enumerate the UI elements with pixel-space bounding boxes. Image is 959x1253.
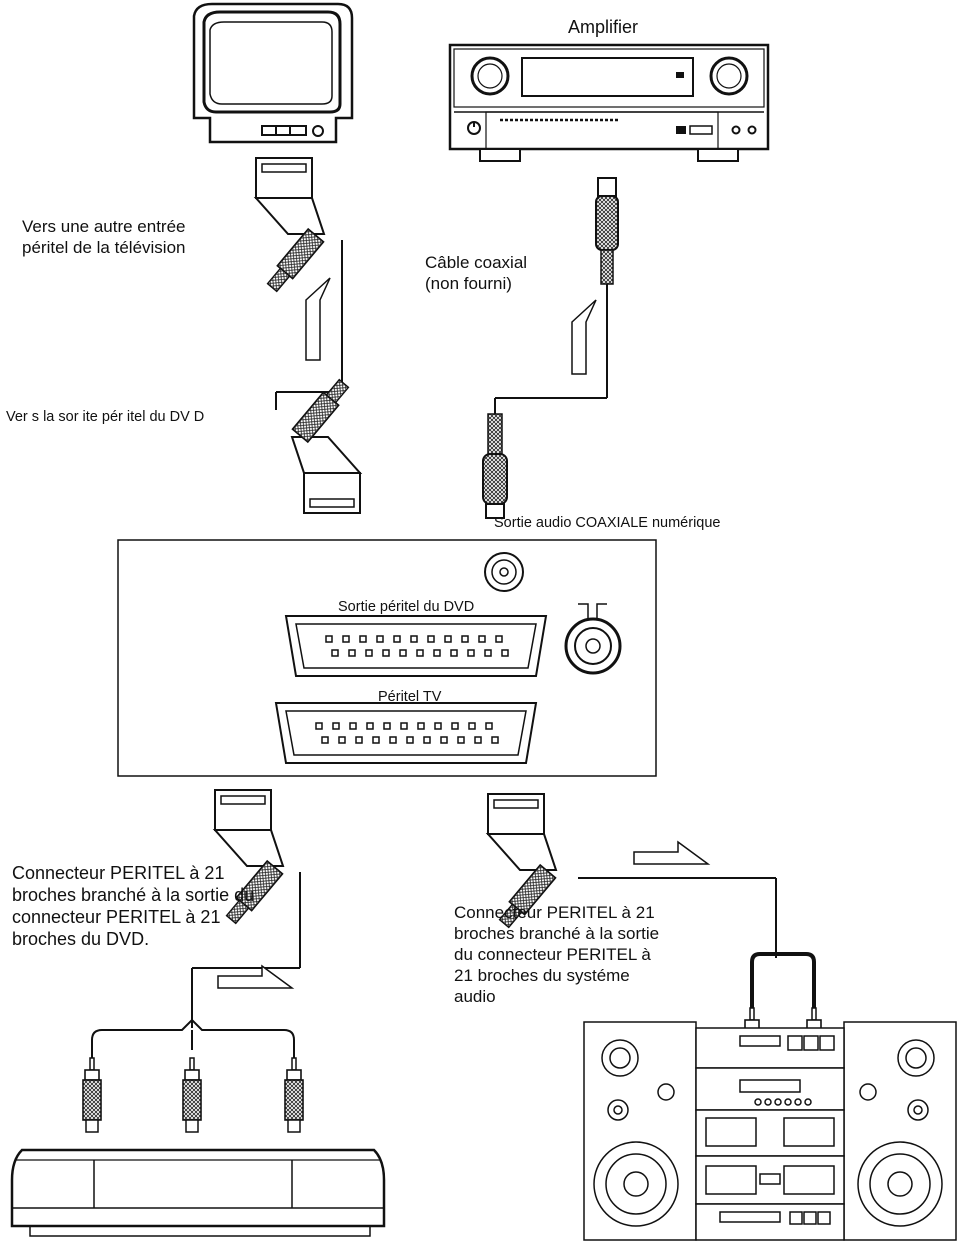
scart-pin <box>440 736 448 744</box>
scart-pin <box>451 722 459 730</box>
arrow-up-tv <box>305 277 331 361</box>
scart-pin <box>461 635 469 643</box>
scart-pin <box>338 736 346 744</box>
amplifier-label: Amplifier <box>568 17 639 37</box>
scart-pins-dvd <box>325 635 509 657</box>
dvd-scart-out-label: Ver s la sor ite pér itel du DV D <box>6 409 205 425</box>
scart-pin <box>355 736 363 744</box>
scart-pin <box>359 635 367 643</box>
left-connector-note: Connecteur PERITEL à 21 broches branché … <box>12 863 255 949</box>
scart-pin <box>423 736 431 744</box>
panel-dvd-scart-label: Sortie péritel du DVD <box>338 599 475 615</box>
scart-pin <box>321 736 329 744</box>
scart-pin <box>433 649 441 657</box>
receiver-illustration <box>10 1148 386 1237</box>
scart-pin <box>366 722 374 730</box>
scart-pin <box>331 649 339 657</box>
scart-pin <box>457 736 465 744</box>
scart-pin <box>467 649 475 657</box>
scart-pin <box>348 649 356 657</box>
scart-pin <box>501 649 509 657</box>
scart-pin <box>332 722 340 730</box>
scart-pin <box>427 635 435 643</box>
coax-plug-dvd <box>482 413 508 519</box>
arrow-right-right <box>633 840 711 865</box>
dvd-back-panel <box>117 539 657 777</box>
scart-pin <box>393 635 401 643</box>
scart-plug-dvd-out <box>291 376 361 514</box>
scart-pin <box>400 722 408 730</box>
coax-plug-amp <box>595 177 619 285</box>
scart-pin <box>376 635 384 643</box>
arrow-up-coax <box>571 299 597 375</box>
coax-cable-label: Câble coaxial (non fourni) <box>425 253 528 293</box>
scart-pin <box>382 649 390 657</box>
hifi-system-illustration <box>583 1021 957 1241</box>
scart-pin <box>406 736 414 744</box>
scart-pin <box>372 736 380 744</box>
scart-pin <box>495 635 503 643</box>
scart-pin <box>416 649 424 657</box>
panel-tv-scart-label: Péritel TV <box>378 689 442 705</box>
arrow-right-left <box>217 964 295 989</box>
scart-pin <box>491 736 499 744</box>
scart-plug-tv <box>255 157 325 295</box>
coax-digital-out-label: Sortie audio COAXIALE numérique <box>494 515 721 531</box>
rca-connectors-right <box>742 952 824 1083</box>
scart-pin <box>417 722 425 730</box>
scart-pin <box>485 722 493 730</box>
scart-pin <box>342 635 350 643</box>
tv-illustration <box>192 2 354 144</box>
scart-pin <box>365 649 373 657</box>
scart-pin <box>434 722 442 730</box>
scart-pin <box>484 649 492 657</box>
scart-pin <box>478 635 486 643</box>
scart-pin <box>468 722 476 730</box>
scart-pin <box>474 736 482 744</box>
scart-pin <box>389 736 397 744</box>
scart-pin <box>450 649 458 657</box>
scart-pin <box>383 722 391 730</box>
right-connector-note: Connecteur PERITEL à 21 broches branché … <box>454 903 660 1006</box>
scart-pin <box>410 635 418 643</box>
scart-pin <box>315 722 323 730</box>
scart-pin <box>444 635 452 643</box>
rca-connectors-left <box>82 1018 304 1133</box>
scart-pin <box>349 722 357 730</box>
scart-pin <box>325 635 333 643</box>
scart-pin <box>399 649 407 657</box>
scart-pins-tv <box>315 722 499 744</box>
amplifier-illustration <box>448 43 770 162</box>
tv-other-scart-label: Vers une autre entrée péritel de la télé… <box>22 217 186 257</box>
